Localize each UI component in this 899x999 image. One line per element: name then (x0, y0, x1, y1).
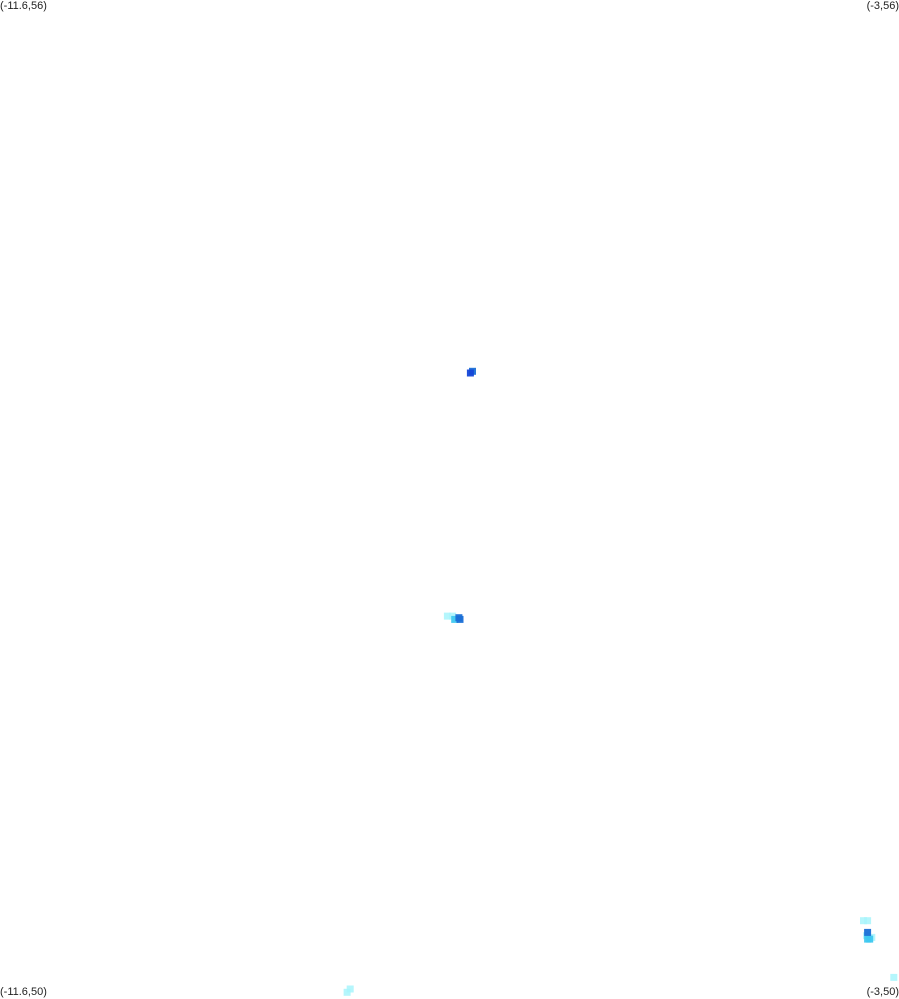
data-point (451, 615, 459, 623)
data-point (864, 917, 872, 925)
data-point (466, 369, 474, 377)
data-point (860, 917, 867, 925)
data-point (866, 935, 874, 943)
data-point (890, 973, 898, 981)
data-point (864, 928, 872, 936)
corner-label-bottom-left: (-11.6,50) (0, 986, 47, 998)
data-point (443, 612, 451, 620)
corner-label-top-left: (-11.6,56) (0, 0, 47, 12)
corner-label-top-right: (-3,56) (866, 0, 899, 12)
data-point (346, 985, 354, 993)
corner-label-bottom-right: (-3,50) (866, 986, 899, 998)
data-point (456, 615, 464, 623)
